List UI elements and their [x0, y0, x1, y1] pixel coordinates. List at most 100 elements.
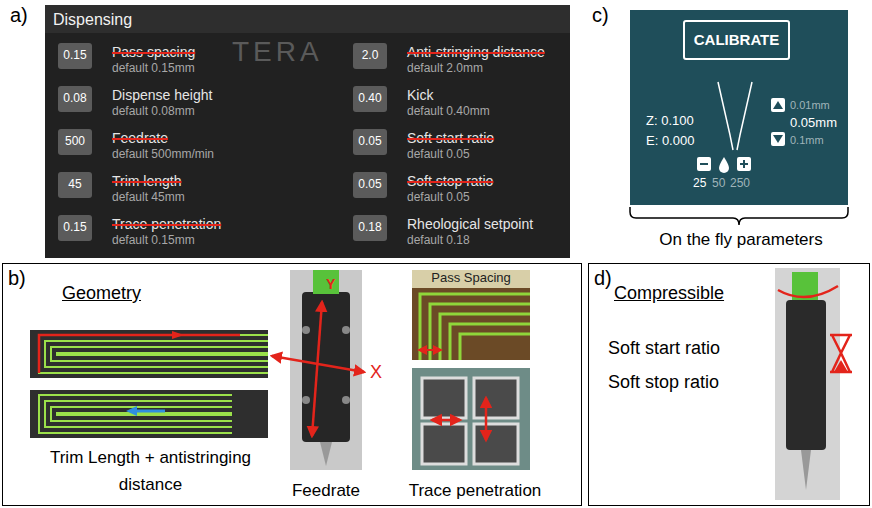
panel-letter: d): [594, 267, 612, 290]
caption: On the fly parameters: [626, 226, 856, 253]
dispenser-body: [302, 292, 350, 442]
value-box: 0.15Pass spacingdefault 0.15mm: [58, 43, 92, 69]
default-note: default 500mm/min: [112, 148, 214, 162]
pad: [422, 424, 466, 464]
screw: [302, 326, 310, 334]
panel-letter: b): [8, 267, 26, 290]
arrow-head: [126, 406, 137, 416]
param-name: Rheological setpoint: [407, 216, 533, 232]
default-note: default 0.18: [407, 234, 470, 248]
panel-background: [630, 10, 848, 205]
axis-readout: Z: 0.100: [646, 114, 694, 129]
value-box: 0.08Dispense heightdefault 0.08mm: [58, 86, 92, 112]
panel-letter: c): [592, 4, 609, 27]
caption: Trace penetration: [375, 477, 575, 504]
axis-label: X: [370, 362, 382, 383]
arrow-head: [172, 331, 184, 339]
value-box: 0.18Rheological setpointdefault 0.18: [353, 215, 387, 241]
plus-sign: [740, 160, 748, 168]
button-label: CALIBRATE: [694, 31, 780, 48]
param-value: 0.15: [63, 221, 86, 235]
parameter-name: Soft stop ratio: [608, 372, 719, 393]
default-note: default 0.40mm: [407, 105, 490, 119]
amount-option: 25: [693, 177, 706, 191]
up-arrow: [773, 101, 783, 109]
down-button: [771, 132, 785, 146]
param-value: 0.15: [63, 49, 86, 63]
param-name: Trace penetration: [112, 216, 221, 232]
pcb-image: [412, 368, 530, 470]
default-note: default 0.15mm: [112, 234, 195, 248]
trace-lines: [39, 395, 232, 433]
default-note: default 0.05: [407, 148, 470, 162]
param-value: 0.05: [358, 178, 381, 192]
down-arrow: [773, 135, 783, 143]
up-button: [771, 98, 785, 112]
hourglass-sand: [834, 360, 848, 372]
param-value: 500: [65, 135, 85, 149]
param-value: 0.05: [358, 135, 381, 149]
dispenser-body: [786, 300, 826, 450]
value-box: 45Trim lengthdefault 45mm: [58, 172, 92, 198]
trace-lines: [420, 294, 530, 360]
path-arrow: [39, 335, 240, 373]
needle: [801, 450, 811, 490]
calibrate-button: CALIBRATE: [683, 20, 790, 60]
screw: [342, 396, 350, 404]
penetration-arrow: [485, 398, 488, 440]
image-label: Pass Spacing: [412, 271, 530, 286]
drop-icon: [719, 157, 729, 173]
value-box: 0.05Soft start ratiodefault 0.05: [353, 129, 387, 155]
value-box: 0.15Trace penetrationdefault 0.15mm: [58, 215, 92, 241]
step-option: 0.05mm: [790, 116, 837, 131]
param-value: 45: [68, 178, 81, 192]
amount-option: 50: [712, 177, 725, 191]
screw: [302, 396, 310, 404]
dispenser-photo: [775, 268, 840, 500]
y-axis-arrow: [312, 302, 322, 436]
param-name: Soft start ratio: [407, 130, 494, 146]
panel-title: Dispensing: [53, 11, 132, 29]
watermark: TERA: [232, 36, 323, 68]
screw: [342, 326, 350, 334]
value-box: 0.40Kickdefault 0.40mm: [353, 86, 387, 112]
pass-spacing-image: [412, 270, 530, 360]
minus-sign: [700, 163, 708, 165]
section-heading: Geometry: [62, 283, 141, 304]
axis-readout: E: 0.000: [646, 134, 694, 149]
param-name: Trim length: [112, 173, 182, 189]
value-box: 0.05Soft stop ratiodefault 0.05: [353, 172, 387, 198]
minus-button: [697, 157, 711, 171]
panel-header-band: [45, 5, 570, 33]
param-name: Kick: [407, 87, 433, 103]
pad: [474, 378, 518, 418]
hourglass-icon: [830, 335, 852, 372]
default-note: default 0.15mm: [112, 62, 195, 76]
spacing-arrow: [419, 349, 441, 351]
retract-arrow: [136, 410, 165, 413]
step-option: 0.01mm: [790, 99, 830, 112]
pad: [474, 424, 518, 464]
value-box: 2.0Anti-stringing distancedefault 2.0mm: [353, 43, 387, 69]
nozzle-icon: [718, 82, 752, 150]
pad: [422, 378, 466, 418]
caption: Feedrate: [276, 477, 376, 504]
default-note: default 0.05: [407, 191, 470, 205]
trace-image: [30, 390, 268, 438]
dispenser-cap: [313, 270, 339, 294]
step-option: 0.1mm: [790, 134, 824, 147]
panel-letter: a): [10, 4, 28, 27]
bracket: [630, 207, 848, 225]
penetration-arrow: [432, 419, 460, 422]
caption: Trim Length + antistringing distance: [28, 444, 273, 498]
plus-button: [737, 157, 751, 171]
section-heading: Compressible: [614, 283, 724, 304]
parameter-name: Soft start ratio: [608, 338, 720, 359]
amount-option: 250: [730, 177, 750, 191]
default-note: default 0.08mm: [112, 105, 195, 119]
image-caption-band: [412, 270, 530, 288]
pressure-arc: [778, 286, 838, 297]
panel-frame: d)CompressibleSoft start ratioSoft stop …: [588, 263, 870, 506]
default-note: default 2.0mm: [407, 62, 483, 76]
